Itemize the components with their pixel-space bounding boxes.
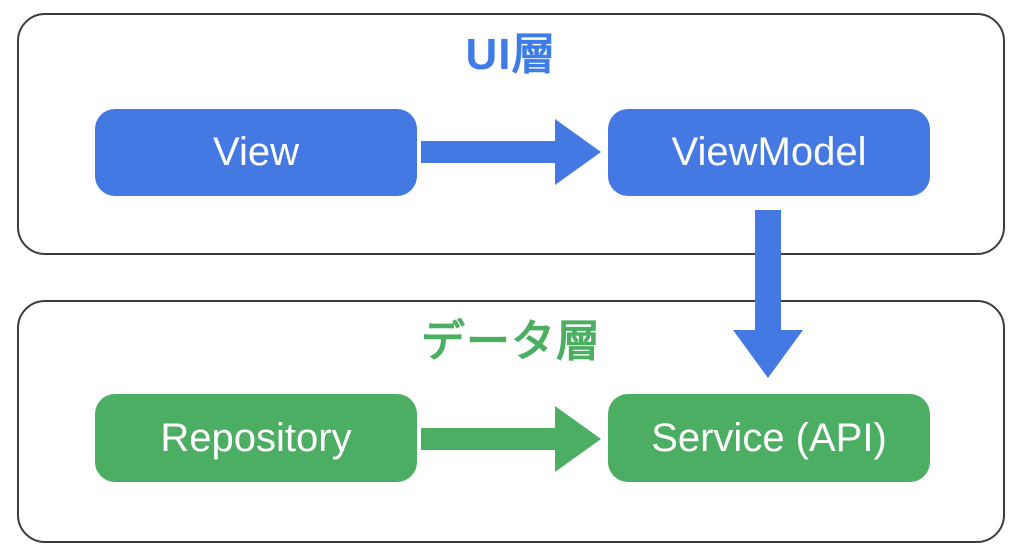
node-service-api-label: Service (API) xyxy=(651,415,887,460)
arrow-viewmodel-to-service-icon xyxy=(733,210,803,378)
node-viewmodel-label: ViewModel xyxy=(671,130,867,174)
node-view: View xyxy=(95,109,417,196)
ui-layer-container: UI層 View ViewModel xyxy=(17,13,1005,255)
ui-layer-title: UI層 xyxy=(465,30,557,79)
arrow-view-to-viewmodel-icon xyxy=(421,119,601,185)
node-viewmodel: ViewModel xyxy=(608,109,930,196)
arrow-right-icon xyxy=(421,406,601,472)
arrow-repository-to-service-icon xyxy=(421,406,601,472)
node-service-api: Service (API) xyxy=(608,394,930,482)
arrow-down-icon xyxy=(733,210,803,378)
node-view-label: View xyxy=(213,130,299,174)
node-repository-label: Repository xyxy=(160,415,352,460)
node-repository: Repository xyxy=(95,394,417,482)
arrow-right-icon xyxy=(421,119,601,185)
data-layer-container: データ層 Repository Service (API) xyxy=(17,300,1005,543)
data-layer-title: データ層 xyxy=(421,317,601,366)
